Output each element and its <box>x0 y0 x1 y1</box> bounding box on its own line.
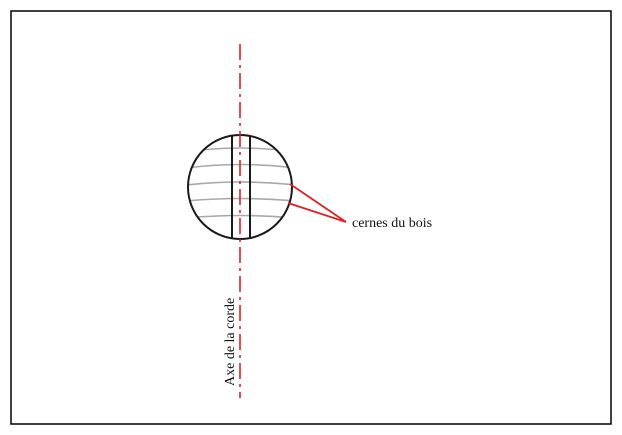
ring-pointer <box>287 183 347 223</box>
plank-strip <box>231 136 251 238</box>
growth-rings-label: cernes du bois <box>352 216 432 231</box>
pointer-line-lower <box>287 202 347 223</box>
diagram-frame <box>10 10 612 425</box>
cord-axis-label: Axe de la corde <box>223 298 238 386</box>
pointer-line-upper <box>289 183 347 223</box>
